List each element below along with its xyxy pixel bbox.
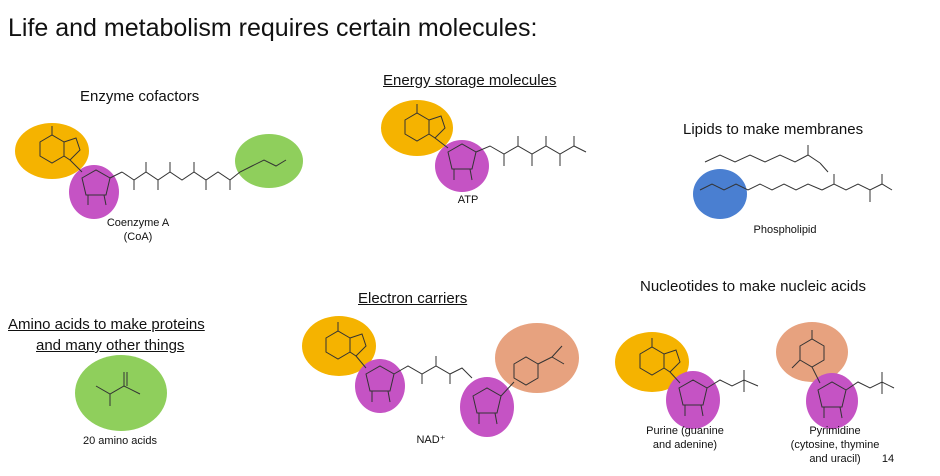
atp-adenine-highlight (381, 100, 453, 156)
amino-acids-heading-line2: and many other things (36, 337, 185, 354)
pyrimidine-base-highlight (776, 322, 848, 382)
purine-caption: Purine (guanine and adenine) (630, 424, 740, 452)
purine-ribose-highlight (666, 371, 720, 429)
atp-caption: ATP (457, 194, 479, 206)
coa-thiol-highlight (235, 134, 303, 188)
amino-acids-heading-line1: Amino acids to make proteins (8, 316, 205, 333)
amino-acids-caption: 20 amino acids (83, 435, 157, 447)
electron-carriers-heading: Electron carriers (358, 290, 468, 307)
nad-structure (302, 316, 579, 437)
slide-title: Life and metabolism requires certain mol… (8, 14, 538, 42)
enzyme-cofactors-heading: Enzyme cofactors (80, 88, 200, 105)
energy-storage-heading: Energy storage molecules (383, 72, 557, 89)
page-number: 14 (881, 453, 895, 465)
pyrimidine-caption: Pyrimidine (cytosine, thymine and uracil… (780, 424, 890, 466)
pyrimidine-nucleotide-structure (776, 322, 895, 429)
coa-adenine-highlight (15, 123, 89, 179)
coenzyme-a-caption: Coenzyme A (CoA) (88, 216, 188, 244)
pyrimidine-caption-line1: Pyrimidine (809, 425, 861, 437)
pyrimidine-caption-line2: (cytosine, thymine (790, 439, 880, 451)
coa-abbreviation: (CoA) (123, 231, 153, 243)
amino-acid-highlight (75, 355, 167, 431)
coa-ribose-highlight (69, 165, 119, 219)
lipid-tail-highlight (693, 169, 747, 219)
atp-structure (381, 100, 587, 192)
phospholipid-caption: Phospholipid (753, 224, 817, 236)
nad-caption: NAD⁺ (416, 434, 446, 446)
coenzyme-a-label: Coenzyme A (106, 217, 170, 229)
amino-acid-structure (75, 355, 167, 431)
purine-nucleotide-structure (615, 332, 759, 429)
nad-adenine-highlight (302, 316, 376, 376)
nad-nicotinamide-highlight (495, 323, 579, 393)
purine-base-highlight (615, 332, 689, 392)
nad-ribose2-highlight (460, 377, 514, 437)
lipids-heading: Lipids to make membranes (683, 121, 864, 138)
nucleotides-heading: Nucleotides to make nucleic acids (640, 278, 866, 295)
atp-ribose-highlight (435, 140, 489, 192)
phospholipid-structure (693, 145, 893, 219)
coenzyme-a-structure (15, 123, 303, 219)
purine-caption-line2: and adenine) (652, 439, 718, 451)
purine-caption-line1: Purine (guanine (646, 425, 724, 437)
pyrimidine-caption-line3: and uracil) (809, 453, 861, 465)
pyrimidine-ribose-highlight (806, 373, 858, 429)
nad-ribose1-highlight (355, 359, 405, 413)
